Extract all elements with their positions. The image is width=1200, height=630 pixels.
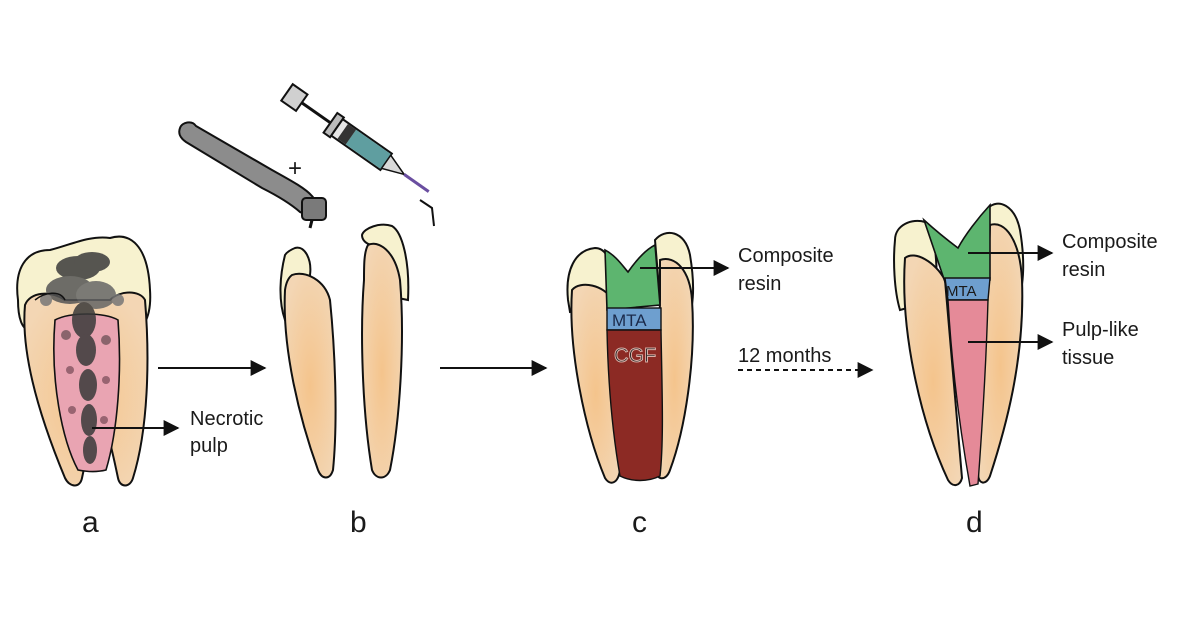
tooth-b-left-half (279, 246, 337, 479)
tooth-d: MTA (893, 202, 1025, 487)
panel-letter-b: b (350, 506, 367, 539)
panel-letter-c: c (632, 506, 647, 539)
cgf-label: CGF (614, 345, 656, 367)
tooth-a (16, 235, 152, 487)
handpiece-icon (178, 121, 327, 229)
composite-resin-c (604, 243, 661, 311)
cgf-filling (606, 329, 664, 482)
duration-label: 12 months (738, 345, 831, 367)
syringe-icon (279, 82, 435, 227)
necrotic-texture (40, 252, 124, 464)
panel-letter-a: a (82, 506, 99, 539)
pulp-like-tissue-label-2: tissue (1062, 347, 1114, 369)
composite-resin-label-c: Composite (738, 245, 834, 267)
pulp-like-tissue-label: Pulp-like (1062, 319, 1139, 341)
tooth-b-right-half (360, 223, 410, 479)
composite-resin-label-d-2: resin (1062, 259, 1105, 281)
necrotic-pulp-label-2: pulp (190, 435, 228, 457)
composite-resin-label-d: Composite (1062, 231, 1158, 253)
composite-resin-label-c-2: resin (738, 273, 781, 295)
mta-label-c: MTA (612, 311, 647, 330)
mta-label-d: MTA (946, 283, 977, 300)
composite-resin-d (922, 202, 991, 283)
panel-letter-d: d (966, 506, 983, 539)
tooth-c: MTA CGF (566, 231, 695, 484)
necrotic-pulp-label: Necrotic (190, 408, 263, 430)
pulp-like-tissue (947, 299, 989, 487)
plus-sign: + (288, 155, 302, 182)
